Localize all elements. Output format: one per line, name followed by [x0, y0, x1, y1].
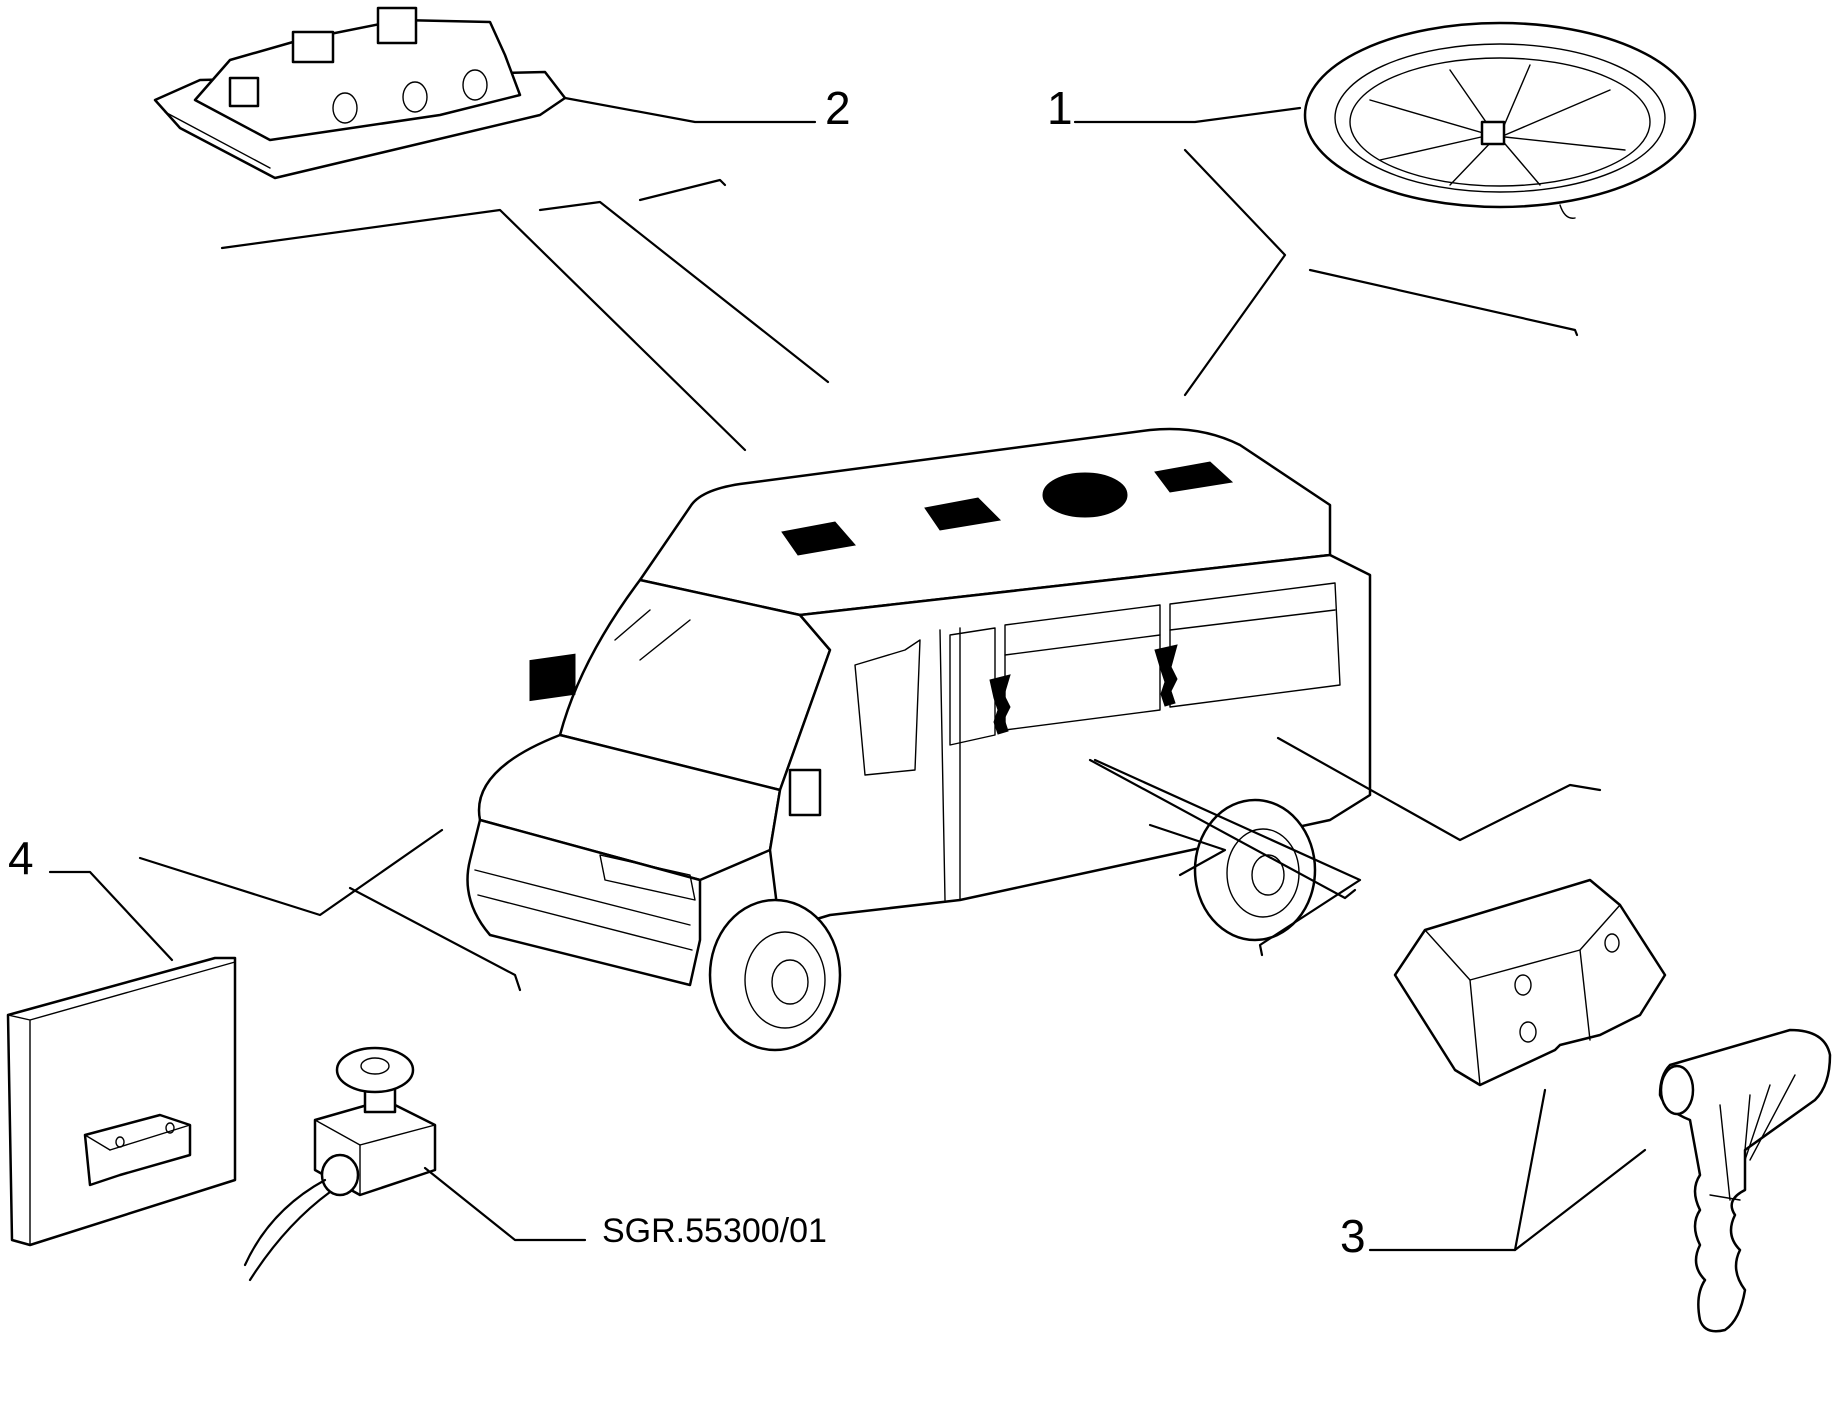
- callout-1: 1: [1047, 82, 1073, 134]
- van-illustration: [466, 427, 1372, 1052]
- callout-2: 2: [825, 82, 851, 134]
- switch-connector-illustration: [243, 1046, 437, 1282]
- latch-bracket-illustration: [1393, 878, 1667, 1087]
- callout-3: 3: [1340, 1210, 1366, 1262]
- callout-4: 4: [8, 832, 34, 884]
- panel-bracket-illustration: [6, 956, 237, 1247]
- drawing-code: SGR.55300/01: [602, 1212, 827, 1250]
- leader-lines: [48, 96, 1647, 1252]
- roof-light-illustration: [153, 6, 567, 180]
- window-latch-illustration: [1658, 1028, 1832, 1333]
- roof-vent-illustration: [1303, 21, 1697, 219]
